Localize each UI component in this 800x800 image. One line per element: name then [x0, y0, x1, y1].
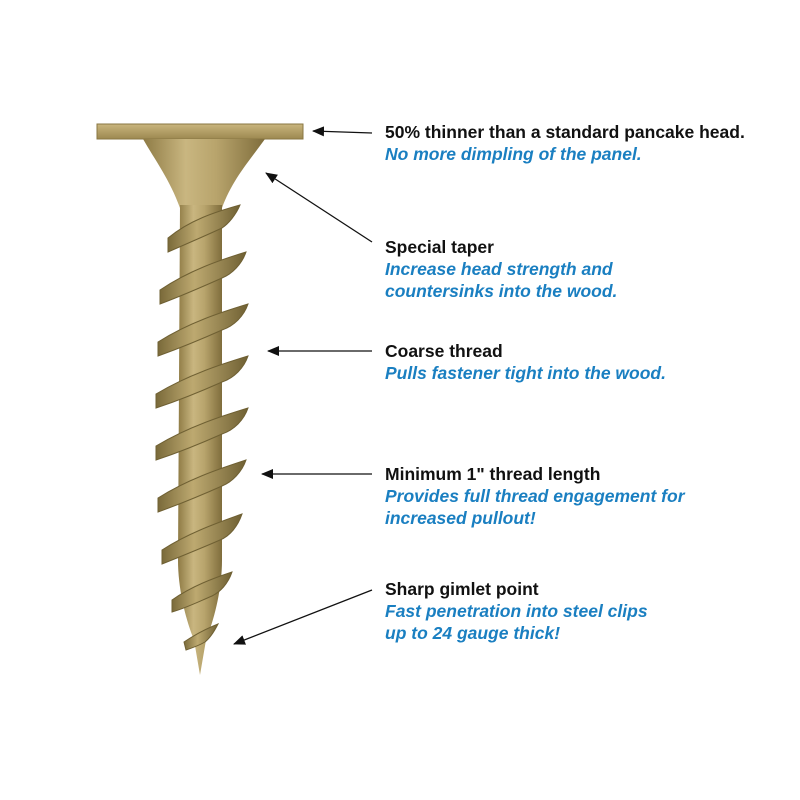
callout-coarse-thread: Coarse thread Pulls fastener tight into …: [385, 340, 795, 384]
callout-title: Minimum 1" thread length: [385, 464, 601, 484]
screw-threads: [155, 204, 249, 651]
callout-title: Special taper: [385, 237, 494, 257]
callout-thread-length: Minimum 1" thread length Provides full t…: [385, 463, 795, 529]
callout-taper: Special taper Increase head strength and…: [385, 236, 795, 302]
callout-description: Fast penetration into steel clips up to …: [385, 601, 648, 643]
callout-description: Provides full thread engagement for incr…: [385, 486, 685, 528]
arrow-head: [312, 126, 373, 137]
screw-taper: [143, 139, 265, 208]
callout-description: No more dimpling of the panel.: [385, 144, 642, 164]
arrow-taper: [265, 172, 373, 243]
callout-description: Pulls fastener tight into the wood.: [385, 363, 666, 383]
callout-point: Sharp gimlet point Fast penetration into…: [385, 578, 795, 644]
callout-title: Sharp gimlet point: [385, 579, 539, 599]
callout-description: Increase head strength and countersinks …: [385, 259, 618, 301]
arrow-point: [233, 589, 373, 645]
callout-title: Coarse thread: [385, 341, 503, 361]
screw-head: [96, 123, 304, 140]
leader-arrows: [233, 126, 373, 645]
callout-head: 50% thinner than a standard pancake head…: [385, 121, 795, 165]
callout-title: 50% thinner than a standard pancake head…: [385, 122, 745, 142]
